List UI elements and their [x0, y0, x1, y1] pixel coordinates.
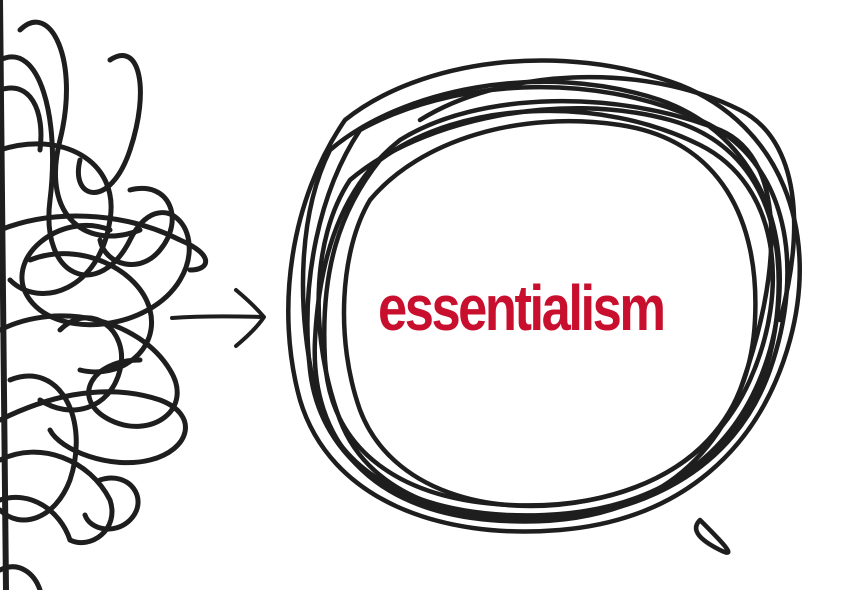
- loop-scribble-icon: [286, 58, 802, 555]
- tangled-scribble-icon: [0, 0, 209, 593]
- arrow-right-icon: [170, 288, 266, 348]
- essentialism-title: essentialism: [378, 272, 666, 344]
